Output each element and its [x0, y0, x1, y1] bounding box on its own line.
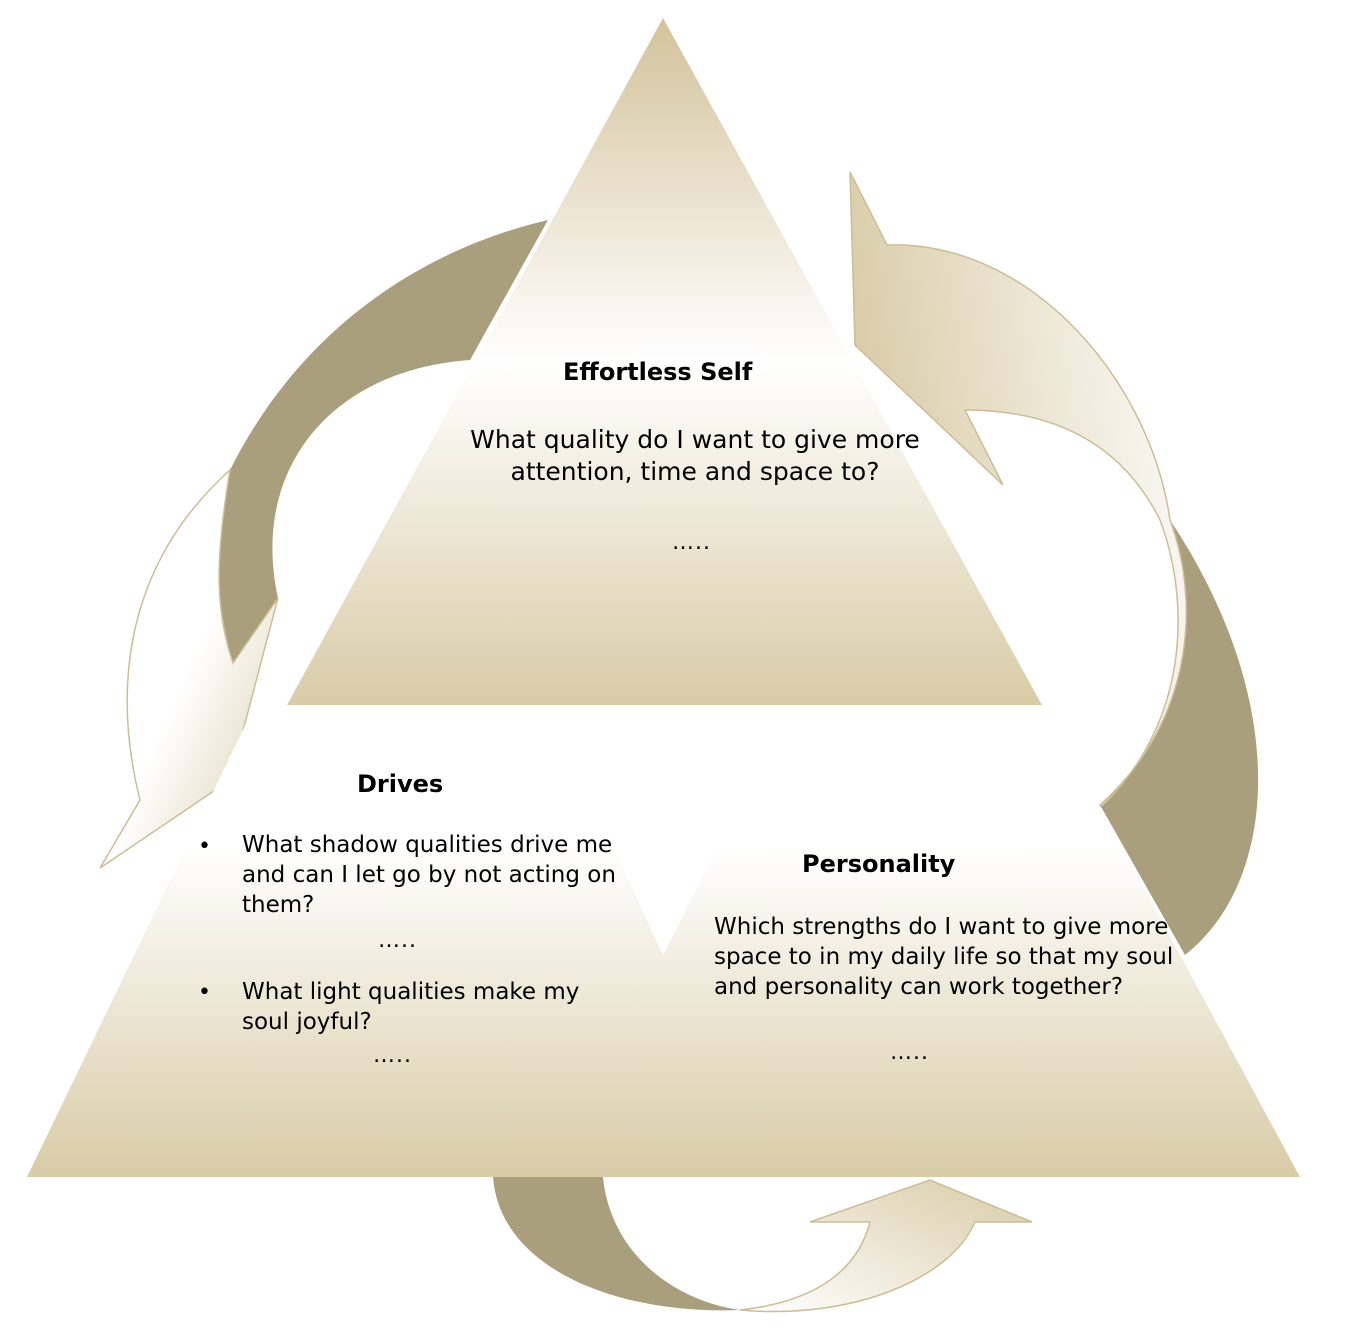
drives-item-2: What light qualities make my soul joyful… [242, 979, 580, 1035]
arrow-left-band [217, 220, 548, 663]
arrow-bottom [739, 1179, 1033, 1313]
drives-title: Drives [357, 770, 444, 798]
drives-item-1: What shadow qualities drive me and can I… [242, 832, 616, 918]
triangle-effortless-self [287, 18, 1042, 705]
personality-title: Personality [802, 850, 956, 878]
personality-question: Which strengths do I want to give more s… [714, 914, 1174, 1000]
drives-dots-1: ….. [378, 928, 417, 953]
drives-bullet-1: • [198, 834, 211, 859]
arrow-right [849, 171, 1187, 806]
effortless-dots: ….. [672, 530, 711, 555]
effortless-title: Effortless Self [563, 358, 753, 386]
arrow-right-band [1100, 520, 1259, 955]
drives-dots-2: ….. [373, 1043, 412, 1068]
arrow-bottom-band [493, 1177, 740, 1311]
drives-bullet-2: • [198, 980, 211, 1005]
effortless-question: What quality do I want to give more atte… [470, 425, 920, 486]
triangles-drives-personality [27, 705, 1300, 1177]
personality-dots: ….. [890, 1040, 929, 1065]
arrow-left [99, 468, 279, 869]
